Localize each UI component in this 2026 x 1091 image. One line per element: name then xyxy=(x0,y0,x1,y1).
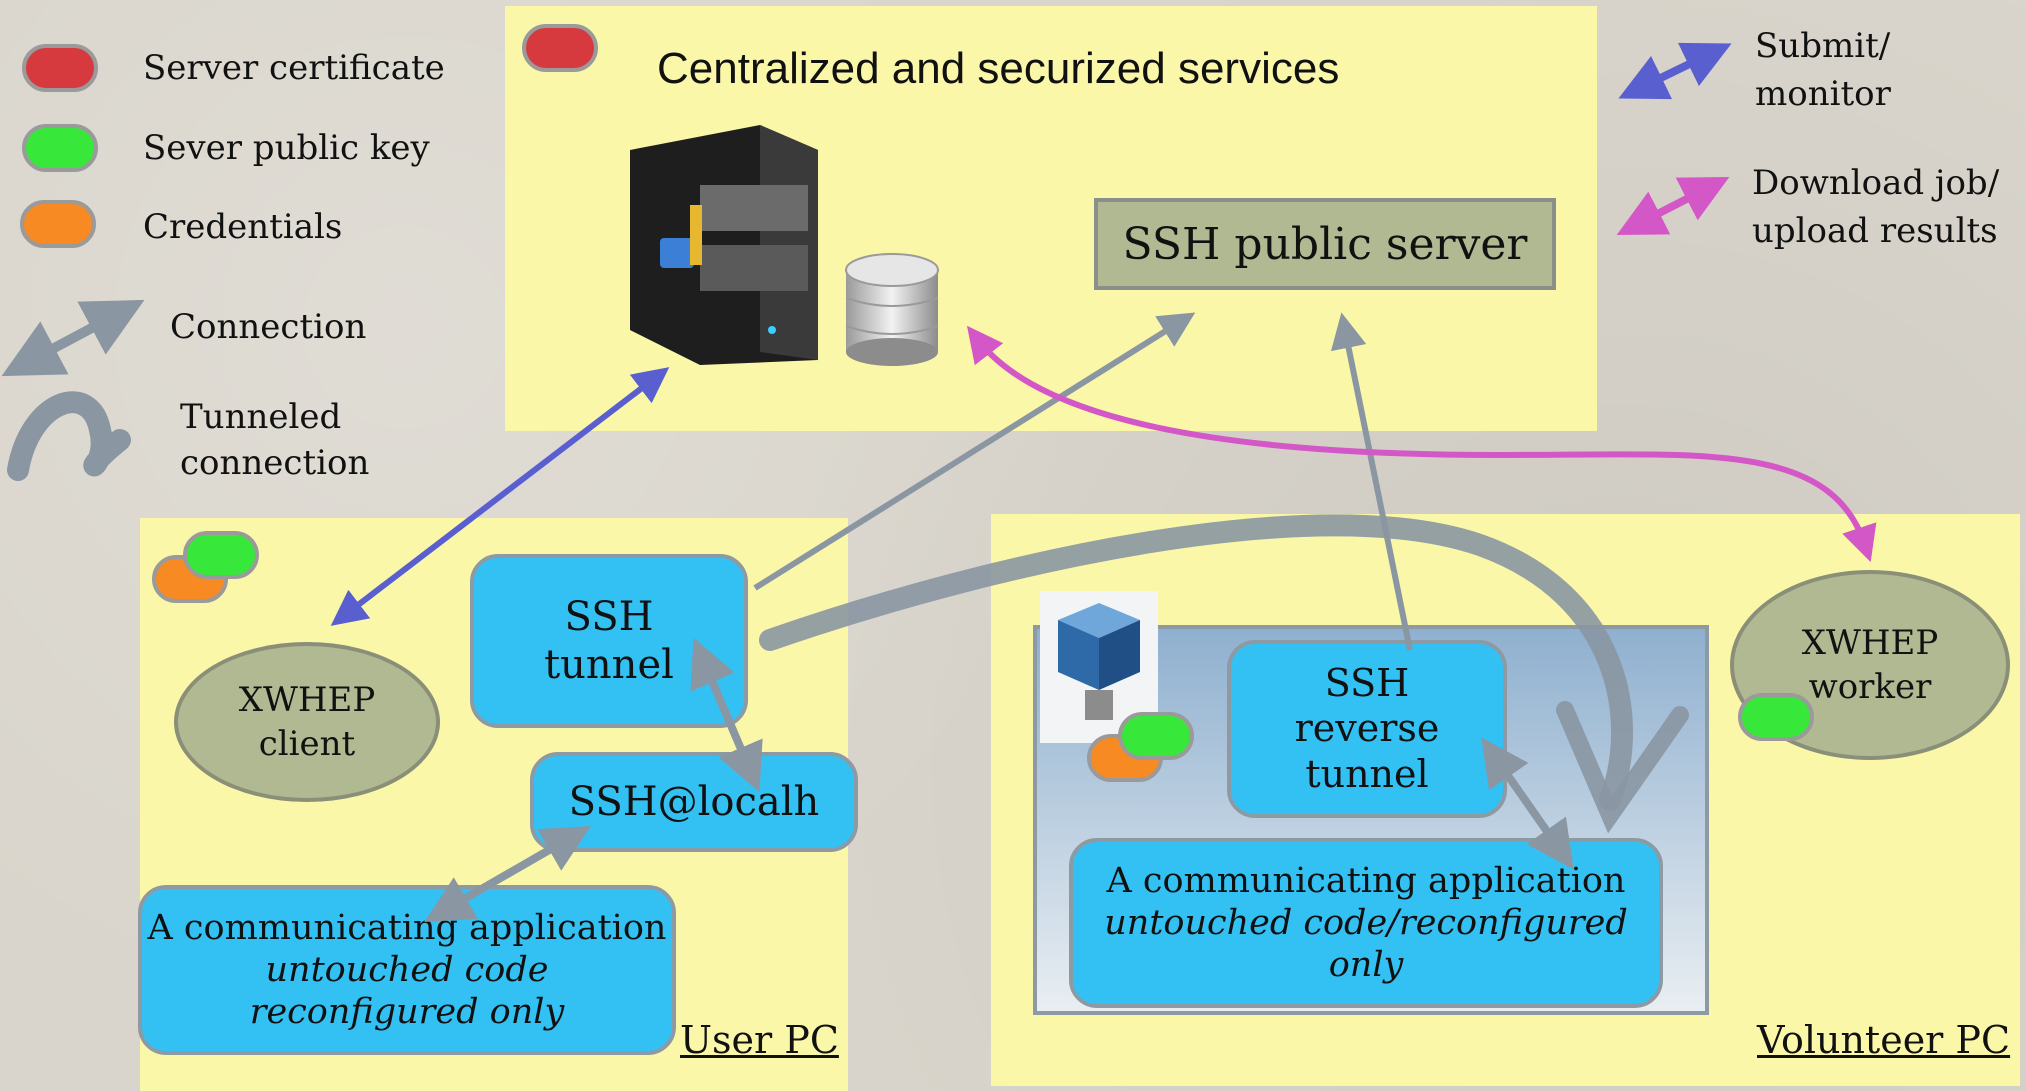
ssh-reverse-line3: tunnel xyxy=(1305,751,1429,796)
reverse-app-arrow xyxy=(1481,737,1574,870)
ssh-public-server: SSH public server xyxy=(1094,198,1556,290)
user-app-line2: untouched code xyxy=(265,950,549,990)
localhost-app-arrow xyxy=(424,826,591,922)
tunneled-connection-arrow xyxy=(759,514,1634,811)
legend-submit-arrow xyxy=(1618,42,1732,100)
volunteer-public-key-icon xyxy=(1118,712,1194,760)
xwhep-worker-line1: XWHEP xyxy=(1801,622,1939,663)
server-icon xyxy=(630,125,818,365)
submit-monitor-arrow xyxy=(330,367,670,626)
services-certificate-icon xyxy=(522,24,598,72)
legend-connection: Connection xyxy=(170,307,367,347)
legend-tunneled-1: Tunneled xyxy=(180,397,342,437)
user-pc-label: User PC xyxy=(680,1018,839,1062)
tunnel-localhost-arrow xyxy=(690,637,763,793)
ssh-reverse-line1: SSH xyxy=(1324,660,1410,705)
reverse-to-server-arrow xyxy=(1330,312,1413,651)
virtualbox-cube-icon xyxy=(1058,603,1140,720)
legend-submit-2: monitor xyxy=(1755,74,1891,114)
xwhep-client: XWHEP client xyxy=(174,642,440,802)
database-icon xyxy=(845,253,939,366)
server-public-key-icon xyxy=(22,124,98,172)
legend-download-arrow xyxy=(1616,177,1730,235)
services-title: Centralized and securized services xyxy=(657,44,1340,93)
legend-download-2: upload results xyxy=(1752,211,1998,251)
legend-submit-1: Submit/ xyxy=(1755,26,1891,66)
xwhep-client-line2: client xyxy=(258,724,356,764)
volunteer-app-line2: untouched code/reconfigured only xyxy=(1104,903,1628,985)
legend-server-certificate: Server certificate xyxy=(143,48,445,88)
xwhep-client-line1: XWHEP xyxy=(238,679,376,720)
ssh-public-server-label: SSH public server xyxy=(1122,218,1528,270)
credentials-icon xyxy=(20,200,96,248)
download-upload-arrow xyxy=(966,325,1877,563)
legend-tunneled-arrow xyxy=(7,391,131,481)
user-public-key-icon xyxy=(183,531,259,579)
legend-download-1: Download job/ xyxy=(1752,163,2000,203)
ssh-reverse-tunnel: SSH reverse tunnel xyxy=(1227,640,1507,818)
legend-server-public-key: Sever public key xyxy=(143,128,430,168)
legend-connection-arrow xyxy=(1,299,145,377)
ssh-reverse-line2: reverse xyxy=(1294,706,1440,751)
xwhep-worker-line2: worker xyxy=(1808,667,1932,707)
legend-credentials: Credentials xyxy=(143,207,343,247)
user-app-line3: reconfigured only xyxy=(249,992,565,1032)
tunneled-connection-arrowhead xyxy=(1556,701,1689,834)
server-certificate-icon xyxy=(22,44,98,92)
volunteer-pc-label: Volunteer PC xyxy=(1757,1018,2011,1062)
ssh-tunnel-line2: tunnel xyxy=(544,642,674,688)
worker-public-key-icon xyxy=(1738,693,1814,741)
user-application: A communicating application untouched co… xyxy=(138,885,676,1055)
